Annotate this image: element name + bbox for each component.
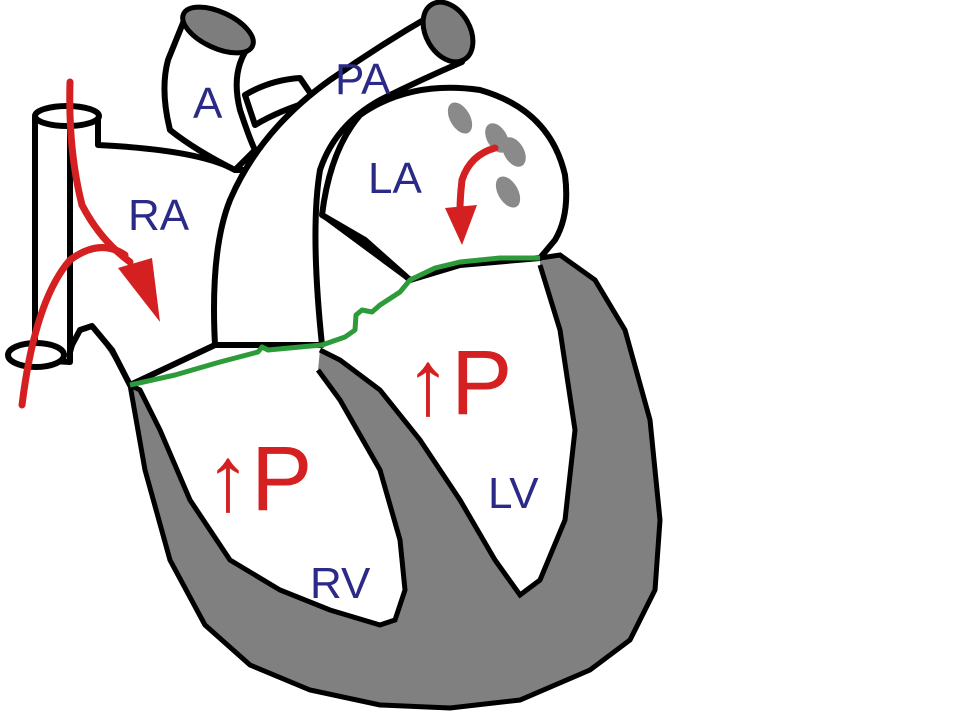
rv-inner-outline [128, 368, 408, 628]
myocardium-outline [90, 252, 663, 711]
ivc-bottom-opening [5, 340, 67, 370]
pulmonary-vein-flow-arrow [456, 144, 499, 214]
left-ventricle-pressure-increase: ↑P [405, 332, 512, 434]
ivc-flow-arrow [18, 244, 129, 409]
label-right-atrium: RA [128, 191, 190, 240]
aorta [161, 15, 258, 173]
label-pulmonary-artery: PA [335, 55, 391, 104]
left-atrium [319, 84, 570, 283]
pulmonary-artery-opening [420, 0, 476, 65]
aorta-opening [180, 4, 256, 56]
pulmonary-vein-3 [502, 137, 526, 167]
label-right-ventricle: RV [310, 559, 371, 608]
pulmonary-vein-1 [447, 102, 473, 134]
pulmonary-vein-4 [495, 176, 521, 208]
label-aorta: A [193, 79, 223, 128]
vena-cava-flow-arrowhead [118, 258, 160, 322]
la-ra-border [320, 212, 412, 283]
label-left-ventricle: LV [488, 469, 539, 518]
right-ventricle-pressure-increase: ↑P [205, 428, 312, 530]
pulmonary-vein-flow-arrowhead [445, 205, 477, 245]
lv-inner-outline [318, 264, 578, 599]
av-valve-plane [129, 255, 540, 388]
label-left-atrium: LA [368, 154, 422, 203]
